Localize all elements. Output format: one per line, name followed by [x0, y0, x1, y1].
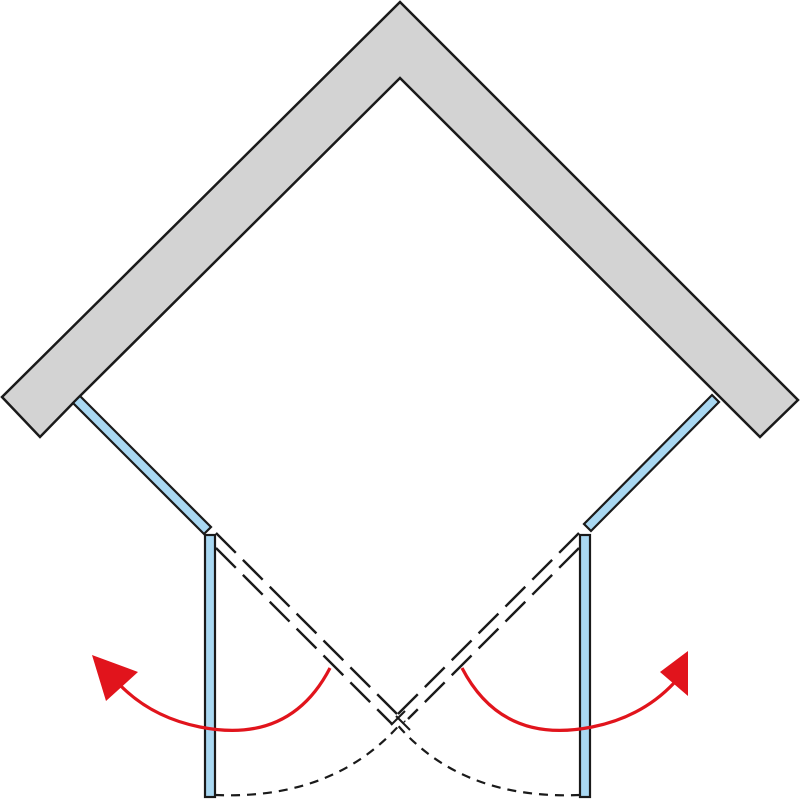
- left-fixed-panel: [71, 394, 213, 536]
- corner-wall: [0, 0, 800, 439]
- left-arrow-head: [92, 655, 138, 701]
- right-swing-arrow: [460, 651, 688, 732]
- right-door-open-outline: [394, 532, 580, 731]
- left-swing-arrow: [92, 655, 332, 732]
- left-door-panel: [203, 533, 217, 799]
- right-fixed-panel: [582, 393, 721, 533]
- right-door-swing-path: [394, 721, 581, 797]
- right-arrow-head: [660, 651, 688, 696]
- left-door-swing-path: [214, 721, 403, 797]
- right-door-panel: [578, 533, 592, 799]
